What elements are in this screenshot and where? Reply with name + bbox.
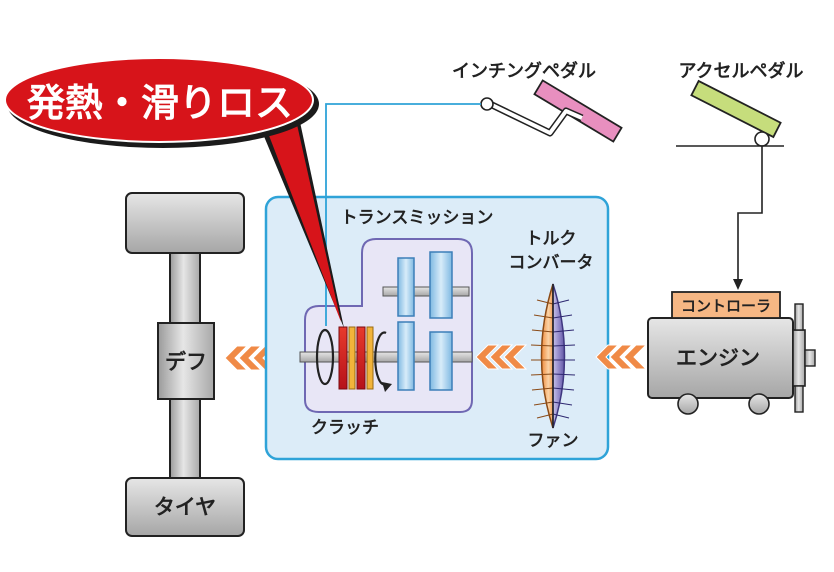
tire-top (125, 192, 245, 254)
fan-label: ファン (528, 431, 579, 451)
clutch-plate-2 (348, 326, 356, 390)
gear-4 (429, 331, 453, 391)
power-arrow-to-transmission (475, 344, 528, 370)
torque-converter (530, 283, 576, 429)
clutch-label: クラッチ (311, 418, 379, 438)
rotation-arrows (315, 328, 392, 392)
differential-label: デフ (165, 350, 207, 374)
accel-link-line (737, 146, 763, 281)
accel-pedal-plate (690, 79, 782, 139)
clutch-plate-4 (366, 326, 374, 390)
engine-label: エンジン (676, 346, 760, 370)
clutch-plate-1 (338, 326, 348, 390)
gear-set (397, 251, 453, 391)
accelerator-pedal (676, 79, 784, 290)
accel-pedal-label: アクセルペダル (678, 60, 803, 82)
engine-pulley (792, 329, 806, 387)
gear-1 (397, 257, 415, 317)
rotation-arc-right (374, 331, 387, 386)
gear-2 (429, 251, 453, 319)
rotation-arc-left (315, 328, 335, 386)
main-shaft (299, 351, 473, 363)
power-arrow-to-converter (595, 344, 648, 370)
torque-converter-label-line2: コンバータ (509, 253, 594, 273)
callout-bubble (4, 57, 314, 143)
torque-converter-label-line1: トルク (526, 229, 577, 249)
clutch-plate-3 (356, 326, 366, 390)
heat-loss-callout: 発熱・滑りロス (4, 57, 344, 328)
differential-box (157, 322, 215, 400)
callout-label: 発熱・滑りロス (27, 81, 293, 125)
engine-assembly: コントローラ エンジン (647, 291, 816, 415)
counter-shaft (382, 286, 470, 297)
axle-assembly: デフ タイヤ (125, 192, 245, 537)
controller-label: コントローラ (681, 297, 771, 315)
transmission-label: トランスミッション (341, 208, 494, 228)
inching-pedal-label: インチングペダル (452, 60, 596, 82)
gear-3 (397, 321, 415, 391)
clutch (338, 326, 374, 390)
controller-box (671, 291, 781, 319)
tire-bottom (125, 477, 245, 537)
tire-label: タイヤ (154, 495, 216, 519)
